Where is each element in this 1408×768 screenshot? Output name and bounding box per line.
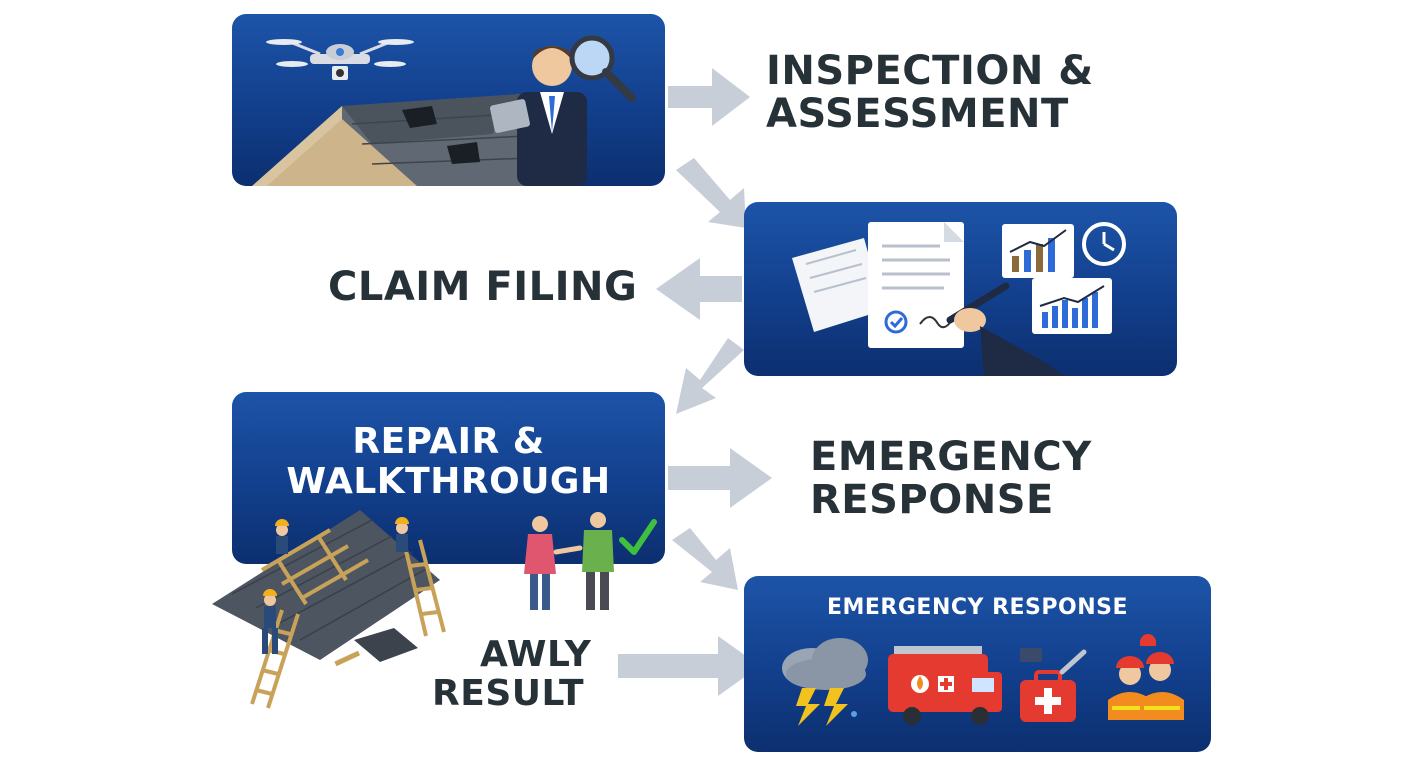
panel-title-line: REPAIR & [352,421,545,462]
arrow-inspection-to-claim-panel [676,158,746,228]
drone-icon [266,39,414,80]
label-line: INSPECTION & [766,48,1094,94]
inspection-assessment-label: INSPECTION & ASSESSMENT [766,48,1094,138]
worker-icon [262,589,278,654]
magnifier-icon [569,35,636,102]
emergency-response-label: EMERGENCY RESPONSE [810,434,1092,524]
claim-filing-label: CLAIM FILING [328,264,638,310]
result-label: AWLY RESULT [432,634,592,714]
emergency-response-panel: EMERGENCY RESPONSE [744,576,1211,752]
storm-cloud-icon [782,638,868,726]
claim-documents-panel [744,202,1177,376]
first-aid-kit-icon [1020,648,1087,722]
chart-icon [1002,224,1074,278]
label-line: RESULT [432,672,585,714]
contract-document-icon [868,222,964,348]
label-line: RESPONSE [810,477,1054,524]
damaged-roof-illustration [252,94,532,186]
label-line: EMERGENCY [810,434,1092,480]
repair-walkthrough-panel: REPAIR & WALKTHROUGH [232,392,665,564]
arrow-claim-panel-to-label [656,258,742,320]
arrow-result-to-emergency-panel [618,636,760,696]
inspection-panel [232,14,665,186]
repair-walkthrough-title: REPAIR & WALKTHROUGH [232,422,665,501]
firefighter-icon [1108,634,1184,720]
arrow-claim-panel-to-repair [676,338,744,414]
arrow-inspection-to-label [668,68,750,126]
label-line: AWLY [480,634,592,675]
clock-icon [1082,222,1126,266]
bar-chart-icon [1032,278,1112,334]
label-line: ASSESSMENT [766,91,1069,138]
document-icon [792,238,884,332]
panel-title-line: WALKTHROUGH [286,460,611,502]
arrow-repair-to-emergency-label [668,448,772,508]
pen-icon [919,282,1064,376]
arrow-repair-to-emergency-panel [672,528,738,590]
fire-truck-icon [888,646,1002,725]
label-line: CLAIM FILING [328,264,638,310]
inspector-illustration [490,46,587,186]
emergency-response-title: EMERGENCY RESPONSE [826,595,1129,620]
